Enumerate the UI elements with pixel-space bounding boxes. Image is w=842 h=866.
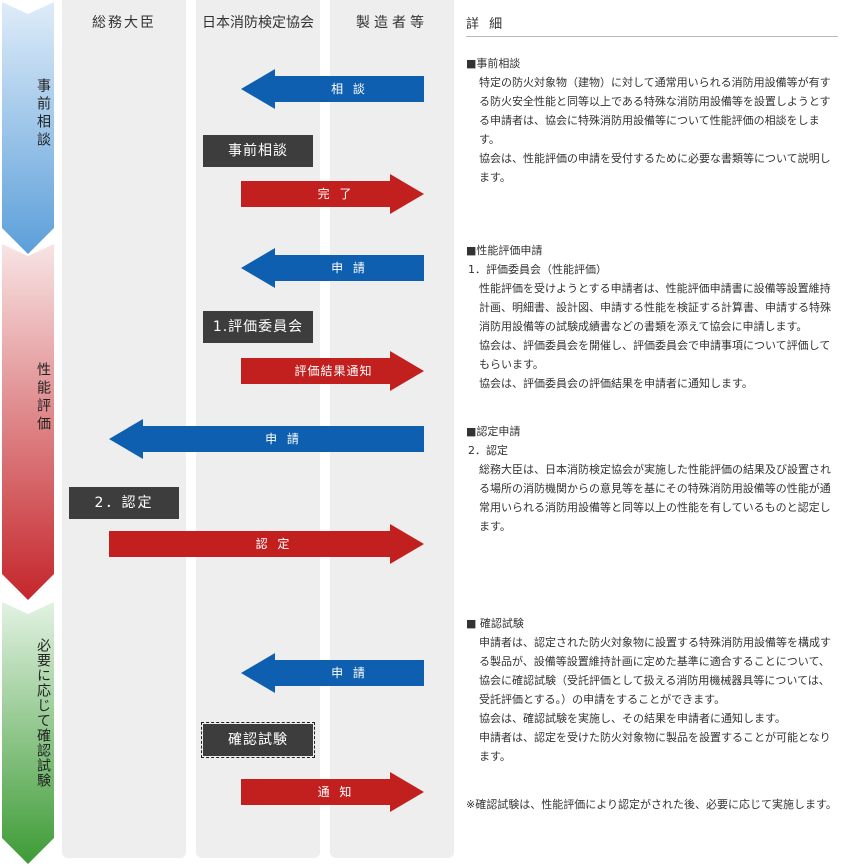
arrow-label-complete: 完 了 <box>317 187 355 201</box>
phase-label-pre-consult: 事前相談 <box>35 78 51 150</box>
detail-eval-line: 協会は、評価委員会を開催し、評価委員会で申請事項について評価してもらいます。 <box>479 339 831 371</box>
detail-consult-line: 特定の防火対象物（建物）に対して通常用いられる消防用設備等が有する防火安全性能と… <box>479 76 831 146</box>
arrow-eval-result: 評価結果通知 <box>241 351 424 391</box>
detail-cert-title: ■認定申請 <box>466 425 521 438</box>
arrow-label-consult: 相 談 <box>331 82 368 96</box>
arrow-label-notify: 通 知 <box>317 785 355 799</box>
detail-consult-line: 協会は、性能評価の申請を受付するために必要な書類等について説明します。 <box>479 152 831 184</box>
arrow-complete: 完 了 <box>241 174 424 214</box>
arrow-apply-cert: 申 請 <box>109 419 424 459</box>
phase-confirm-test: 必要に応じて確認試験 <box>2 602 54 864</box>
detail-note: ※確認試験は、性能評価により認定がされた後、必要に応じて実施します。 <box>466 798 837 811</box>
arrow-certify: 認 定 <box>109 524 424 564</box>
detail-cert: ■認定申請 2．認定 総務大臣は、日本消防検定協会が実施した性能評価の結果及び設… <box>466 422 840 536</box>
arrow-apply-test: 申 請 <box>241 653 424 693</box>
detail-test-line: 協会は、確認試験を実施し、その結果を申請者に通知します。 <box>479 712 786 725</box>
arrow-label-apply-cert: 申 請 <box>265 432 302 446</box>
phase-pre-consult: 事前相談 <box>2 2 54 254</box>
details-divider <box>466 36 838 37</box>
details-header: 詳 細 <box>466 17 506 32</box>
arrow-label-apply-test: 申 請 <box>331 666 368 680</box>
detail-eval-line: 協会は、評価委員会の評価結果を申請者に通知します。 <box>479 377 753 390</box>
detail-test-line: 申請者は、認定された防火対象物に設置する特殊消防用設備等を構成する製品が、設備等… <box>479 636 831 706</box>
arrow-label-certify: 認 定 <box>255 537 293 551</box>
detail-test-title: ■ 確認試験 <box>466 617 524 630</box>
arrow-notify: 通 知 <box>241 772 424 812</box>
detail-consult-title: ■事前相談 <box>466 57 521 70</box>
step-confirm-test: 確認試験 <box>201 722 315 758</box>
detail-eval: ■性能評価申請 1．評価委員会（性能評価） 性能評価を受けようとする申請者は、性… <box>466 241 840 393</box>
minister-header: 総務大臣 <box>92 15 156 31</box>
phase-label-evaluation: 性能評価 <box>35 362 51 434</box>
arrow-label-eval-result: 評価結果通知 <box>294 364 373 378</box>
step-committee: 1.評価委員会 <box>203 311 313 343</box>
arrow-consult: 相 談 <box>241 69 424 109</box>
detail-eval-subtitle: 1．評価委員会（性能評価） <box>468 263 607 276</box>
arrow-apply-eval: 申 請 <box>241 248 424 288</box>
detail-test: ■ 確認試験 申請者は、認定された防火対象物に設置する特殊消防用設備等を構成する… <box>466 614 840 766</box>
detail-consult: ■事前相談 特定の防火対象物（建物）に対して通常用いられる消防用設備等が有する防… <box>466 54 840 187</box>
detail-cert-subtitle: 2．認定 <box>468 444 508 457</box>
phase-label-confirm-test: 必要に応じて確認試験 <box>35 638 51 788</box>
detail-eval-title: ■性能評価申請 <box>466 244 543 257</box>
association-header: 日本消防検定協会 <box>202 15 314 31</box>
manufacturer-header: 製造者等 <box>356 15 428 31</box>
detail-test-line: 申請者は、認定を受けた防火対象物に製品を設置することが可能となります。 <box>479 731 831 763</box>
phase-evaluation: 性能評価 <box>2 244 54 600</box>
step-pre-consult: 事前相談 <box>203 135 313 167</box>
arrow-label-apply-eval: 申 請 <box>331 261 368 275</box>
step-certification: 2．認定 <box>69 487 179 519</box>
detail-eval-line: 性能評価を受けようとする申請者は、性能評価申請書に設備等設置維持計画、明細書、設… <box>479 282 831 333</box>
detail-cert-line: 総務大臣は、日本消防検定協会が実施した性能評価の結果及び設置される場所の消防機関… <box>479 463 831 533</box>
